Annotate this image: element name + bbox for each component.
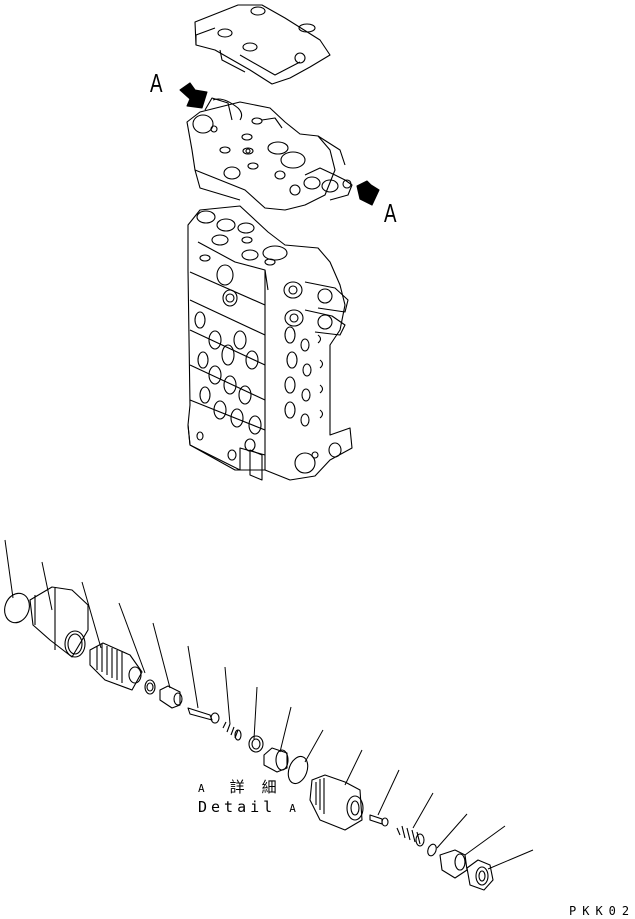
detail-caption: A 詳 細 Detail A (198, 778, 300, 818)
control-valve-stack (187, 205, 353, 481)
detail-caption-en-letter: A (289, 802, 300, 815)
arrow-icon (356, 180, 380, 206)
detail-caption-letter: A (198, 782, 209, 795)
detail-a-parts (4, 586, 494, 891)
valve-cover-plate (194, 4, 331, 85)
drawing-code: PKK0225 (569, 904, 635, 918)
detail-caption-en: Detail (198, 798, 277, 816)
detail-caption-jp: 詳 細 (229, 778, 281, 796)
leader-lines (4, 539, 534, 870)
callout-label-a-upper: A (150, 68, 163, 98)
valve-section-block (186, 97, 353, 211)
callout-label-a-right: A (384, 198, 397, 228)
arrow-icon (179, 82, 208, 109)
